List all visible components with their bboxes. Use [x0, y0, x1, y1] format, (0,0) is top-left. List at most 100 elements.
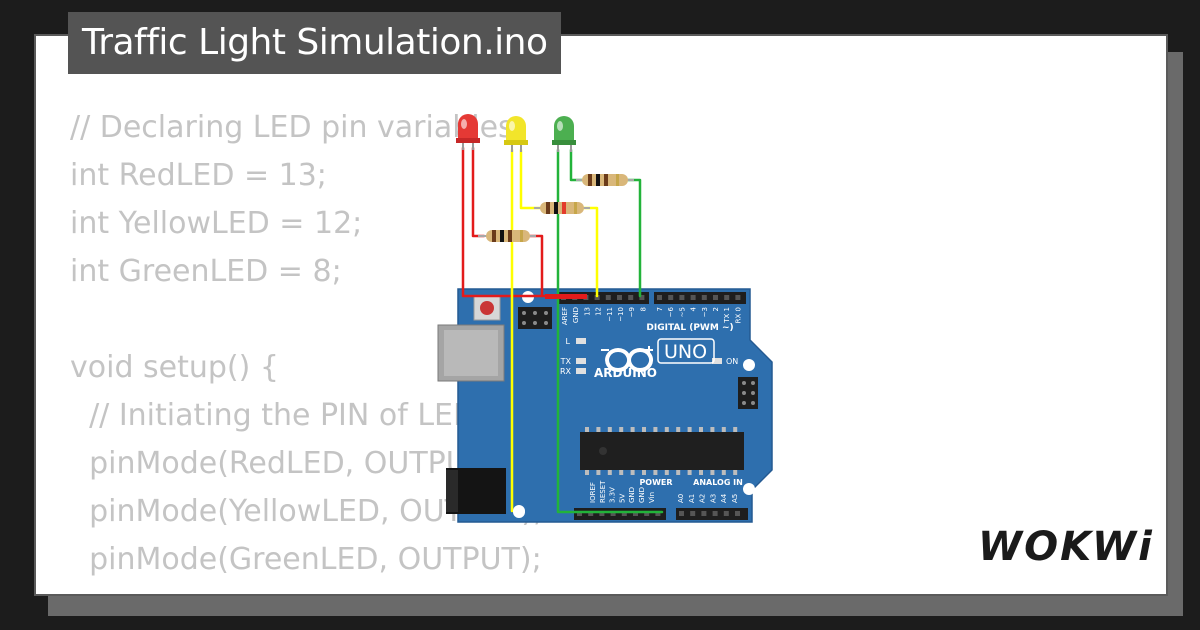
pin-label: GND	[628, 487, 636, 503]
pin-label: 4	[690, 306, 698, 311]
chip-pin	[699, 470, 703, 475]
chip-pin	[687, 427, 692, 432]
code-line: pinMode(GreenLED, OUTPUT);	[70, 542, 542, 577]
chip-pin	[721, 470, 726, 475]
header-pin[interactable]	[621, 511, 627, 516]
header-pin[interactable]	[723, 511, 729, 516]
pin-label: A0	[677, 494, 685, 503]
icsp-header-2	[738, 377, 758, 409]
chip-pin	[642, 470, 646, 475]
pin-label: GND	[572, 307, 580, 323]
onboard-led-tx: TX	[560, 357, 586, 366]
header-pin[interactable]	[679, 511, 684, 516]
header-pin[interactable]	[735, 511, 740, 516]
pin-label: A2	[699, 494, 707, 503]
svg-text:RX: RX	[560, 367, 572, 376]
header-pin[interactable]	[655, 511, 661, 516]
wire-green-gnd[interactable]	[556, 148, 664, 514]
pin-label: RX 0	[734, 307, 742, 323]
chip-pin	[619, 470, 624, 475]
code-line: int YellowLED = 12;	[70, 206, 363, 241]
pin-label: ~6	[667, 306, 675, 317]
header-pin[interactable]	[644, 511, 650, 516]
chip-pin	[733, 427, 738, 432]
header-pin[interactable]	[605, 295, 611, 300]
header-pin[interactable]	[679, 295, 685, 300]
onboard-led-rx: RX	[560, 367, 586, 376]
svg-text:ON: ON	[726, 357, 738, 366]
chip-pin	[699, 427, 703, 432]
header-pin[interactable]	[610, 511, 616, 516]
wire-yellow-pin12[interactable]	[582, 206, 599, 298]
header-pin[interactable]	[594, 295, 600, 300]
header-pin[interactable]	[657, 295, 662, 300]
header-pin[interactable]	[690, 511, 696, 516]
resistor-yellow[interactable]	[534, 202, 590, 214]
power-header-label: POWER	[639, 478, 672, 487]
reset-button[interactable]	[473, 295, 501, 321]
header-pin[interactable]	[628, 295, 634, 300]
arduino-logo: ARDUINO	[594, 346, 657, 380]
power-header	[574, 508, 666, 520]
chip-pin	[653, 470, 658, 475]
chip-pin	[585, 427, 589, 432]
header-pin[interactable]	[668, 295, 674, 300]
header-pin[interactable]	[713, 295, 718, 300]
wire-yellow-anode[interactable]	[519, 148, 542, 210]
pin-label: A4	[720, 493, 728, 503]
pin-label: 3.3V	[609, 487, 617, 503]
pin-label: 8	[639, 307, 647, 311]
header-pin[interactable]	[735, 295, 741, 300]
icsp-header-1	[518, 307, 552, 329]
header-pin[interactable]	[690, 295, 696, 300]
wire-red-gnd[interactable]	[461, 146, 587, 298]
header-pin[interactable]	[639, 295, 645, 300]
project-title: Traffic Light Simulation.ino	[68, 12, 562, 74]
header-pin[interactable]	[588, 511, 594, 516]
pin-label: A3	[709, 494, 717, 503]
led-red[interactable]	[456, 114, 480, 150]
pin-label: ~5	[678, 307, 686, 317]
wire-red-pin13[interactable]	[528, 234, 544, 298]
header-pin[interactable]	[599, 511, 605, 516]
atmega-chip	[580, 427, 744, 475]
resistor-red[interactable]	[478, 230, 536, 242]
svg-text:L: L	[566, 337, 571, 346]
header-pin[interactable]	[577, 511, 582, 516]
chip-pin	[664, 427, 669, 432]
led-yellow[interactable]	[504, 116, 528, 152]
pin-label: ~11	[606, 307, 614, 322]
header-pin[interactable]	[712, 511, 718, 516]
pin-label: RESET	[599, 480, 607, 503]
wire-green-pin8[interactable]	[626, 178, 642, 298]
led-green[interactable]	[552, 116, 576, 152]
wire-red-anode[interactable]	[471, 146, 486, 238]
header-pin[interactable]	[724, 295, 730, 300]
header-pin[interactable]	[617, 295, 622, 300]
svg-text:UNO: UNO	[664, 341, 707, 363]
resistor-green[interactable]	[576, 174, 634, 186]
chip-pin	[607, 427, 612, 432]
arduino-brand-text: ARDUINO	[594, 366, 657, 380]
code-line: int GreenLED = 8;	[70, 254, 342, 289]
chip-pin	[710, 427, 715, 432]
wokwi-logo: WOKWi	[978, 524, 1154, 570]
pin-label: ~3	[701, 307, 709, 317]
pin-label: Vin	[648, 492, 656, 503]
pin-label: 5V	[618, 494, 626, 503]
power-jack	[446, 468, 506, 514]
chip-pin	[619, 427, 624, 432]
pin-label: A1	[688, 494, 696, 503]
wire-green-anode[interactable]	[569, 148, 584, 182]
code-line: void setup() {	[70, 350, 279, 385]
pin-label: IOREF	[589, 482, 597, 503]
chip-pin	[721, 427, 726, 432]
header-pin[interactable]	[633, 511, 638, 516]
chip-pin	[607, 470, 612, 475]
header-pin[interactable]	[701, 295, 707, 300]
chip-pin	[733, 470, 738, 475]
uno-badge: UNO	[657, 338, 715, 364]
header-pin[interactable]	[701, 511, 707, 516]
svg-text:TX: TX	[560, 357, 572, 366]
